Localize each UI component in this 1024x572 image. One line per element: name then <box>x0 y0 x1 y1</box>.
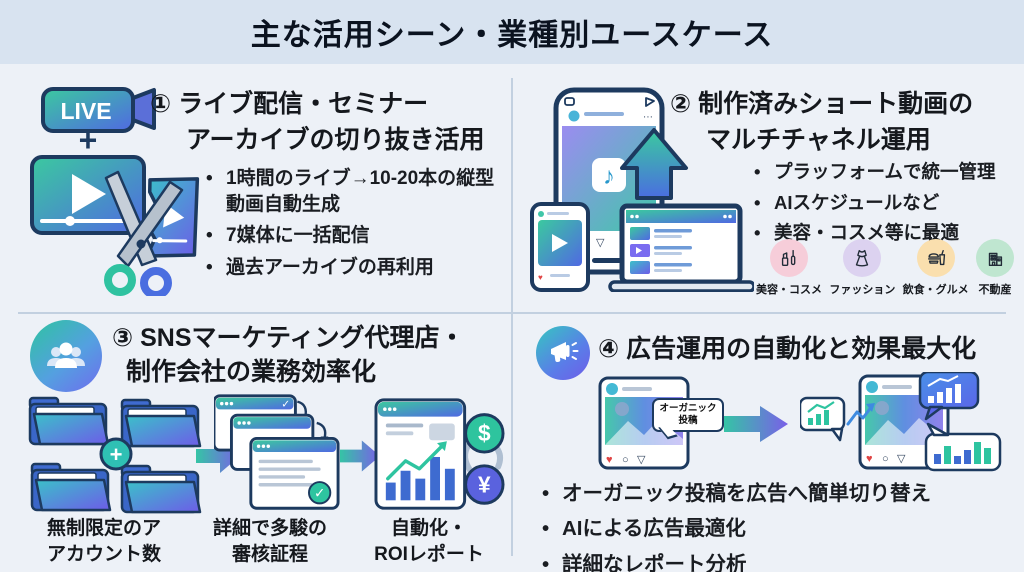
q1-bullet-list: 1時間のライブ→10-20本の縦型動画自動生成 7媒体に一括配信 過去アーカイブ… <box>204 166 506 286</box>
badge-label: 飲食・グルメ <box>902 284 969 296</box>
badge-fashion: ファッション <box>829 239 895 297</box>
upload-arrow-icon <box>620 128 688 200</box>
plus-icon: + <box>79 122 98 158</box>
badge-realestate: 不動産 <box>975 239 1014 297</box>
bullet-item: 詳細なレポート分析 <box>540 551 1006 572</box>
yen-icon: ¥ <box>478 471 491 497</box>
bullet-item: 美容・コスメ等に最適 <box>752 220 1018 246</box>
dollar-icon: $ <box>478 420 491 446</box>
live-badge-label: LIVE <box>60 98 111 124</box>
share-icon: ▽ <box>897 453 906 465</box>
heart-icon: ♥ <box>606 454 613 466</box>
roi-report-icon: $ ¥ <box>374 398 505 510</box>
convert-arrow-icon <box>724 406 788 442</box>
report-bars-bubble-icon <box>924 422 1002 472</box>
laptop-video-list-icon <box>608 203 754 292</box>
step-label-roi: 自動化・ ROIレポート <box>374 518 484 565</box>
bullet-item: AIによる広告最適化 <box>540 515 1006 544</box>
badge-food: 飲食・グルメ <box>903 239 969 297</box>
q3-title-line2: 制作会社の業務効率化 <box>126 357 377 386</box>
ad-post-analytics: ♥ ○ ▽ <box>800 372 1002 472</box>
q3-title-line1: ③ SNSマーケティング代理店・ <box>112 324 465 352</box>
badge-label: 美容・コスメ <box>756 284 822 296</box>
q4-bullet-list: オーガニック投稿を広告へ簡単切り替え AIによる広告最適化 詳細なレポート分析 <box>540 480 1006 572</box>
share-icon: ▽ <box>596 237 605 249</box>
bullet-item: 1時間のライブ→10-20本の縦型動画自動生成 <box>204 166 506 218</box>
ellipsis-icon: ⋯ <box>643 112 653 123</box>
megaphone-icon <box>536 326 590 380</box>
approval-windows-icon: ✓ ✓ <box>214 394 340 510</box>
share-icon: ▽ <box>637 454 646 466</box>
bullet-item: 過去アーカイブの再利用 <box>204 255 506 281</box>
multichannel-devices-illustration: ⋯ ♪ ○ ▽ <box>530 87 754 292</box>
comment-icon: ○ <box>882 453 889 465</box>
live-clipping-illustration: LIVE + <box>30 87 200 296</box>
q1-title: ① ライブ配信・セミナー アーカイブの切り抜き活用 <box>150 86 485 159</box>
cosmetics-icon <box>770 239 808 277</box>
bullet-item: オーガニック投稿を広告へ簡単切り替え <box>540 480 1006 509</box>
page-title: 主な活用シーン・業種別ユースケース <box>250 19 774 52</box>
food-icon <box>916 239 955 277</box>
bullet-item: プラッフォームで統一管理 <box>752 159 1018 185</box>
q2-title-line1: ② 制作済みショート動画の <box>670 90 974 118</box>
q1-title-line1: ① ライブ配信・セミナー <box>150 90 429 118</box>
plus-icon: + <box>110 442 123 467</box>
badge-label: 不動産 <box>978 284 1012 296</box>
q2-bullet-list: プラッフォームで統一管理 AIスケジュールなど 美容・コスメ等に最適 <box>752 159 1018 251</box>
phone-video-post-icon: ♥ <box>530 202 590 292</box>
flow-arrow-icon <box>340 440 380 472</box>
q4-title: ④ 広告運用の自動化と効果最大化 <box>598 335 977 363</box>
badge-cosmetics: 美容・コスメ <box>756 239 822 297</box>
industry-badges: 美容・コスメ ファッション 飲食・グルメ <box>756 239 1014 297</box>
growth-chart-bubble-icon <box>800 396 875 442</box>
live-camera-icon: LIVE <box>41 87 156 133</box>
q2-title-line2: マルチチャネル運用 <box>706 126 931 155</box>
tiktok-note-icon: ♪ <box>603 163 615 190</box>
header-band: 主な活用シーン・業種別ユースケース <box>0 0 1024 64</box>
heart-icon: ♥ <box>866 453 873 465</box>
bullet-item: 7媒体に一括配信 <box>204 223 506 249</box>
bullet-item: AIスケジュールなど <box>752 190 1018 216</box>
dress-icon <box>843 239 882 277</box>
step-label-accounts: 無制限定のア アカウント数 <box>46 518 161 565</box>
badge-label: ファッション <box>829 284 896 296</box>
vertical-divider <box>511 78 513 556</box>
metrics-bubble-icon <box>918 372 980 421</box>
organic-post-bubble: オーガニック 投稿 <box>652 398 724 432</box>
folders-accounts-icon: + <box>28 396 202 514</box>
q3-title: ③ SNSマーケティング代理店・ 制作会社の業務効率化 <box>112 322 465 390</box>
scissors-icon <box>104 170 184 296</box>
heart-icon: ♥ <box>538 273 543 282</box>
q1-title-line2: アーカイブの切り抜き活用 <box>186 126 485 155</box>
check-icon: ✓ <box>281 398 290 410</box>
q2-title: ② 制作済みショート動画の マルチチャネル運用 <box>670 86 973 159</box>
building-icon <box>975 239 1014 277</box>
horizontal-divider <box>18 312 1006 314</box>
team-icon <box>30 320 102 392</box>
comment-icon: ○ <box>622 454 629 466</box>
check-icon: ✓ <box>314 486 325 501</box>
step-label-approval: 詳細で多駿の 審核証程 <box>212 518 327 565</box>
